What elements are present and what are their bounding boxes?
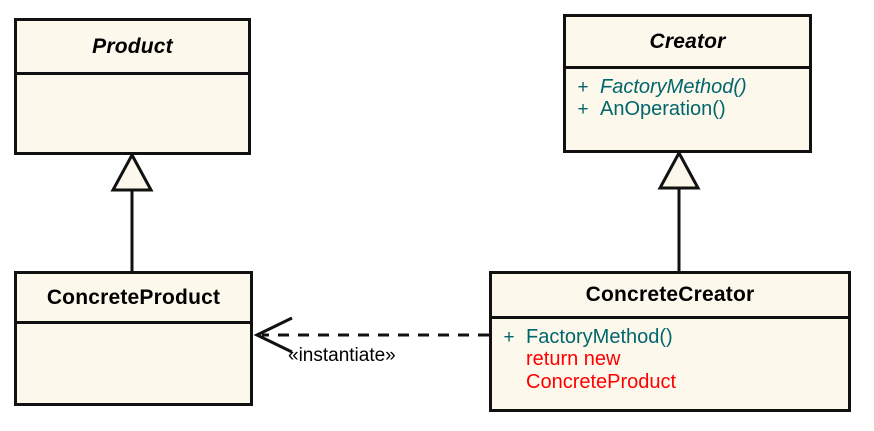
member-signature: FactoryMethod() <box>600 76 747 98</box>
class-name-concreteproduct: ConcreteProduct <box>17 274 250 324</box>
generalization-concretecreator-to-creator <box>657 149 701 271</box>
class-box-creator[interactable]: Creator + FactoryMethod() + AnOperation(… <box>563 14 812 153</box>
visibility-marker: + <box>577 77 589 98</box>
class-name-product: Product <box>17 21 248 75</box>
class-box-concreteproduct[interactable]: ConcreteProduct <box>14 271 253 406</box>
visibility-marker: + <box>577 99 589 121</box>
class-name-creator: Creator <box>566 17 809 69</box>
member-note-line-concreteproduct: ConcreteProduct <box>526 370 677 393</box>
member-row-concretecreator-factorymethod[interactable]: + FactoryMethod() <box>492 326 848 348</box>
class-members-concreteproduct <box>17 324 250 403</box>
member-row-creator-anoperation[interactable]: + AnOperation() <box>566 98 809 120</box>
class-box-product[interactable]: Product <box>14 18 251 155</box>
edge-label-instantiate: «instantiate» <box>288 345 396 366</box>
class-members-creator: + FactoryMethod() + AnOperation() <box>566 69 809 150</box>
visibility-marker: + <box>503 327 515 348</box>
class-members-concretecreator: + FactoryMethod() return new ConcretePro… <box>492 319 848 409</box>
member-signature: FactoryMethod() <box>526 326 673 348</box>
class-name-concretecreator: ConcreteCreator <box>492 274 848 319</box>
member-row-creator-factorymethod[interactable]: + FactoryMethod() <box>566 76 809 98</box>
class-members-product <box>17 75 248 152</box>
member-signature: AnOperation() <box>600 98 726 121</box>
generalization-concreteproduct-to-product <box>110 151 154 271</box>
member-note-line-return-new: return new <box>526 348 621 371</box>
class-box-concretecreator[interactable]: ConcreteCreator + FactoryMethod() return… <box>489 271 851 412</box>
